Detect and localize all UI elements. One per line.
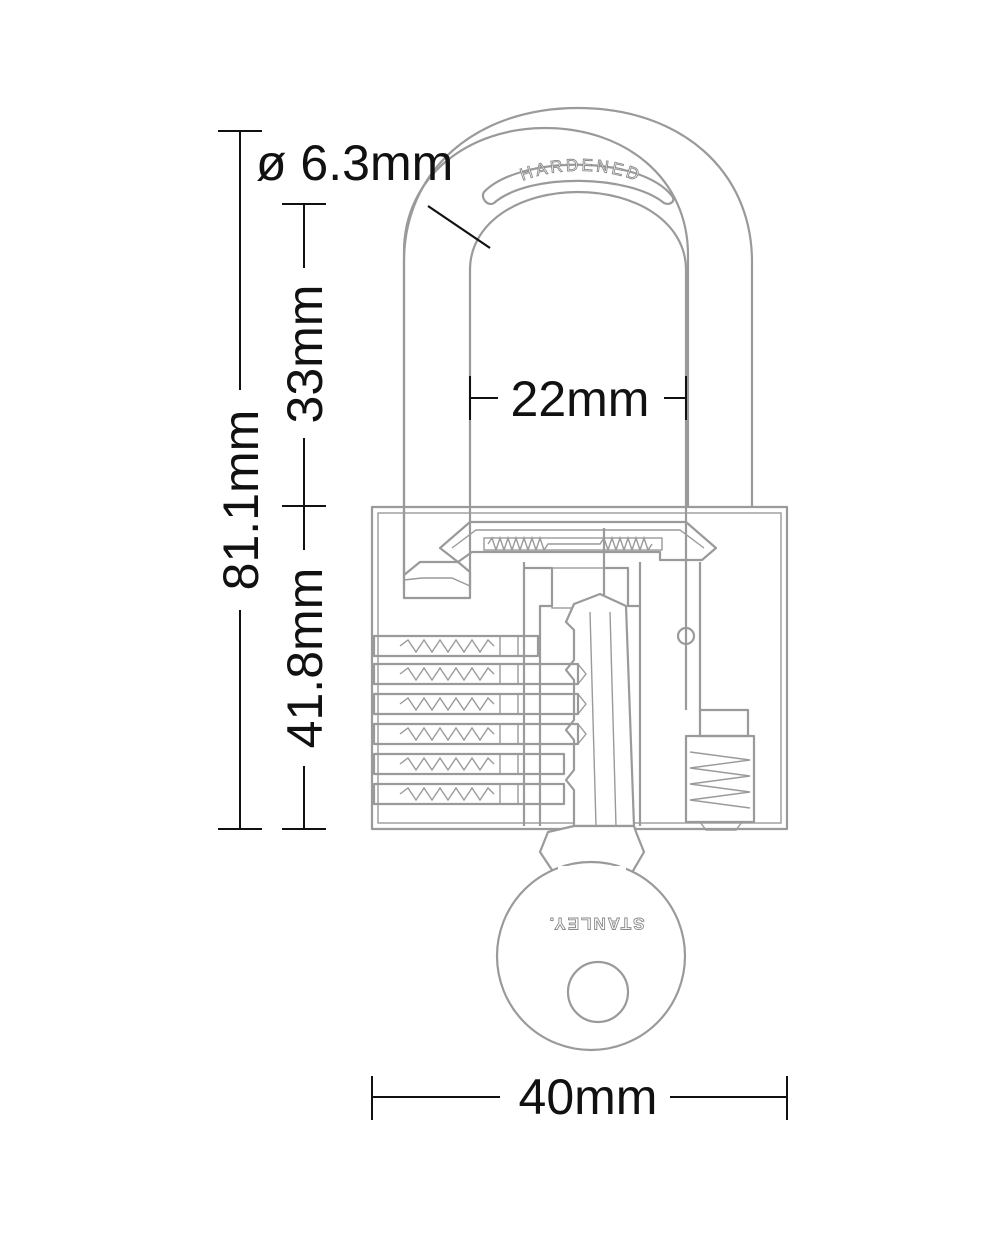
side-spring	[689, 751, 751, 809]
pin-tumbler-6	[372, 782, 566, 806]
padlock-drawing: HARDENED	[370, 106, 789, 1052]
clearance-label: 33mm	[277, 285, 333, 424]
stanley-engraving-group: STANLEY.	[547, 914, 645, 934]
shackle-left-foot-notch	[403, 577, 471, 587]
pin-tumbler-2	[372, 662, 587, 686]
key-bow-neck-cover	[558, 866, 626, 872]
shackle-left-foot	[402, 508, 472, 600]
body-width-label: 40mm	[519, 1069, 658, 1125]
cam-right	[604, 566, 640, 608]
side-spring-housing	[684, 734, 756, 824]
diameter-leader	[427, 205, 491, 249]
shackle-inner-edge	[468, 190, 688, 590]
key-blade-groove	[589, 611, 617, 827]
side-pin	[676, 626, 696, 646]
dimension-lines: 81.1mm 33mm 41.8mm ø 6.3mm 22mm 40mm	[213, 130, 788, 1125]
body-height-label: 41.8mm	[277, 568, 333, 749]
side-lock-channel	[684, 525, 702, 712]
pin-tumbler-3	[372, 692, 587, 716]
pin-tumbler-5	[372, 752, 566, 776]
pin-tumbler-1	[372, 634, 540, 658]
shackle-width-label: 22mm	[511, 371, 650, 427]
side-spring-cap	[698, 708, 750, 738]
locking-bar	[438, 520, 718, 564]
locking-bar-inner	[451, 529, 705, 549]
pin-tumbler-4	[372, 722, 587, 746]
bar-spring	[487, 535, 653, 553]
shackle-outer-edge	[402, 106, 754, 590]
key-bow	[495, 860, 687, 1052]
diameter-label: ø 6.3mm	[256, 135, 453, 191]
side-spring-foot	[699, 821, 743, 831]
pin-tumblers	[372, 634, 587, 806]
stanley-engraving: STANLEY.	[548, 914, 645, 933]
hardened-stamp-plate	[481, 163, 675, 206]
key-hole	[566, 960, 630, 1024]
total-height-label: 81.1mm	[213, 410, 269, 591]
bar-spring-housing	[483, 537, 663, 551]
key-blade	[564, 592, 636, 828]
cam-left	[524, 566, 554, 826]
